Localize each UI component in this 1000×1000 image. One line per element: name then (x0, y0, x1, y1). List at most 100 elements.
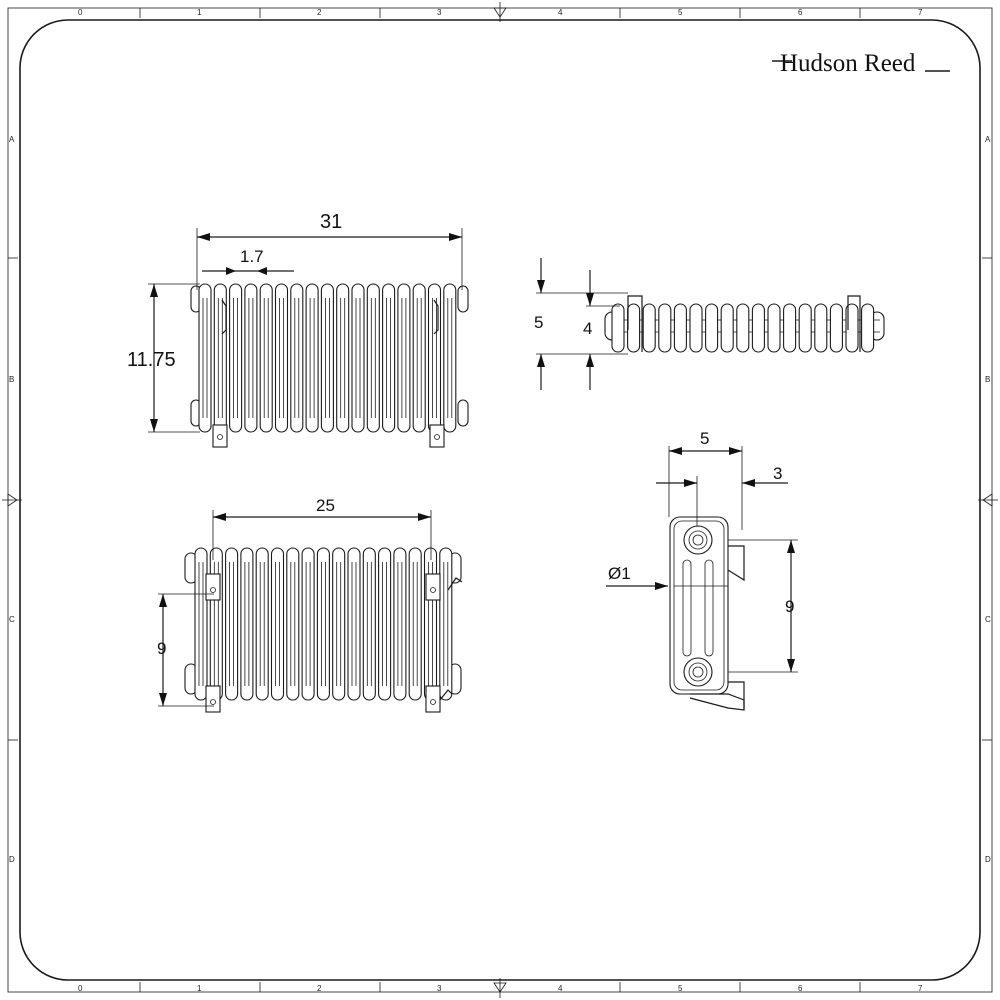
arrow-left-icon (669, 447, 682, 455)
top-section (783, 303, 797, 353)
rear-view: 25 9 (157, 496, 463, 713)
top-section (736, 303, 750, 353)
side-depth-label: 5 (700, 429, 709, 448)
rear-column (347, 547, 361, 701)
bottom-grid-number: 4 (558, 984, 563, 993)
top-section (798, 303, 812, 353)
rear-column (286, 547, 300, 701)
front-column (412, 283, 426, 433)
front-column (229, 283, 243, 433)
rear-view-columns (184, 547, 462, 701)
bottom-grid-number: 2 (317, 984, 322, 993)
top-grid-ruler: 0 1 2 3 4 5 6 7 (78, 2, 923, 22)
side-bracket-top (727, 545, 745, 582)
arrow-down-icon (586, 293, 594, 306)
front-view: 31 1.7 11.75 (127, 211, 469, 448)
brand-name: Hudson Reed (780, 50, 916, 77)
top-grid-number: 3 (437, 8, 442, 17)
front-column (274, 283, 289, 433)
top-section (751, 303, 765, 353)
rear-column (301, 547, 315, 701)
bracket-bolt-icon (430, 587, 436, 593)
top-view-sections (604, 303, 885, 353)
arrow-left-icon (742, 479, 755, 487)
rear-valve-bottom (439, 689, 453, 701)
front-column (397, 283, 411, 433)
rear-column (316, 547, 330, 701)
front-foot-right (429, 424, 445, 448)
bottom-grid-number: 0 (78, 984, 83, 993)
arrow-down-icon (150, 419, 158, 432)
top-section (611, 303, 625, 353)
rear-column (423, 547, 438, 701)
right-grid-letter: B (985, 375, 990, 384)
front-column (382, 283, 396, 433)
front-column (213, 283, 227, 433)
bottom-grid-number: 7 (918, 984, 923, 993)
top-section (673, 303, 687, 353)
arrow-right-icon (729, 447, 742, 455)
side-offset-label: 3 (773, 464, 782, 483)
rear-column (378, 547, 392, 701)
front-valve-right (433, 299, 439, 335)
arrow-right-icon (226, 267, 236, 275)
front-column (336, 283, 350, 433)
front-foot-bolt-icon (434, 434, 440, 440)
side-bracket-bottom (689, 693, 745, 711)
rear-column (194, 547, 208, 701)
side-slot-left (682, 559, 692, 657)
left-grid-letter: C (9, 615, 15, 624)
rear-column (270, 547, 285, 701)
rear-height-label: 9 (157, 639, 166, 658)
rear-column (240, 547, 254, 701)
right-grid-letter: A (985, 135, 991, 144)
left-grid-letter: D (9, 855, 15, 864)
brand-logo: Hudson Reed (772, 50, 950, 77)
bracket-bolt-icon (430, 699, 436, 705)
rear-column (408, 547, 422, 701)
arrow-down-icon (537, 280, 545, 293)
top-section (627, 303, 641, 353)
front-column (305, 283, 319, 433)
front-height-label: 11.75 (127, 349, 176, 371)
top-view: 5 4 (534, 258, 885, 390)
front-spacing-label: 1.7 (240, 247, 264, 266)
bracket-bolt-icon (210, 587, 216, 593)
side-pipe-bottom (683, 657, 713, 687)
front-column (366, 283, 380, 433)
rear-column (209, 547, 223, 701)
front-end-cap (457, 399, 469, 427)
top-section (814, 303, 828, 353)
center-marker-icon (493, 982, 507, 993)
front-foot-bolt-icon (217, 434, 223, 440)
left-grid-letter: B (9, 375, 14, 384)
outer-frame (7, 7, 993, 993)
arrow-right-icon (418, 513, 431, 521)
left-grid-ruler: A B C D (2, 135, 22, 864)
top-section (705, 303, 719, 353)
top-bracket-right (847, 295, 861, 352)
arrow-left-icon (197, 233, 210, 241)
top-section (829, 303, 843, 353)
top-grid-number: 5 (678, 8, 683, 17)
rear-bracket-top-right (425, 573, 441, 601)
front-column (443, 283, 457, 433)
top-inner-label: 4 (583, 319, 592, 338)
center-marker-icon (982, 493, 993, 507)
side-view: 5 3 Ø1 9 (606, 429, 798, 711)
rear-valve-top (447, 577, 463, 591)
front-column (351, 283, 365, 433)
arrow-up-icon (537, 354, 545, 367)
front-valve-left (221, 299, 227, 335)
front-width-label: 31 (320, 211, 342, 233)
front-view-columns (190, 283, 469, 433)
front-column (259, 283, 273, 433)
rear-bracket-top-left (205, 573, 221, 601)
right-grid-letter: D (985, 855, 991, 864)
arrow-right-icon (684, 479, 697, 487)
top-grid-number: 6 (798, 8, 803, 17)
arrow-down-icon (787, 659, 795, 672)
rear-width-label: 25 (316, 496, 335, 515)
front-foot-left (212, 424, 228, 448)
